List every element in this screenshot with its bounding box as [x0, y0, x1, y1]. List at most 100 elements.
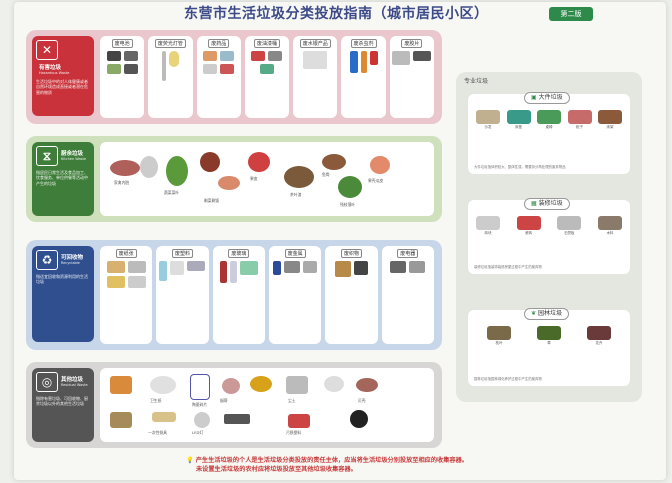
pot-icon [303, 261, 318, 273]
side-item: 草 [535, 326, 563, 346]
side-item: 瓷砖 [515, 216, 543, 236]
printer-icon [409, 261, 426, 273]
recycle-sub-plastic: 废塑料 [156, 246, 209, 344]
food-description: 指居民日常生活及食品加工、饮食服务、单位供餐等活动中产生的垃圾 [36, 170, 88, 186]
other-label: 一次性餐具 [148, 430, 167, 435]
garden-waste-header: ❦园林垃圾 [524, 308, 570, 320]
recycle-name: 可回收物 [61, 255, 84, 261]
brick-icon: ▦ [531, 200, 537, 207]
hazard-name: 有害垃圾 [39, 65, 62, 71]
glass-bottle-icon [229, 261, 237, 283]
recycle-en-name: Recyclable [61, 261, 80, 265]
lightbulb-icon: 💡 [186, 457, 194, 464]
book-icon [127, 276, 146, 288]
glass-bottle-icon [219, 261, 227, 283]
shell-image [370, 156, 390, 174]
basin-icon [170, 261, 185, 275]
hazard-en-name: Hazardous Waste [39, 71, 70, 75]
tissue-image [150, 376, 176, 394]
disposable-cutlery-image [152, 412, 176, 422]
recycle-sub-appliance: 废电器 [381, 246, 434, 344]
garden-waste-note: 园林垃圾指园林绿化养护过程中产生的废弃物 [474, 377, 542, 382]
cotton-image [324, 376, 344, 392]
pill-icon [203, 51, 218, 61]
led-lamp-image [194, 412, 210, 428]
recycle-description: 指适宜回收和资源利用的生活垃圾 [36, 274, 88, 285]
tea-image [284, 166, 314, 188]
hazard-items: 废电池 废荧光灯管 废药品 废油漆桶 [100, 36, 434, 118]
other-label: 卫生纸 [150, 398, 162, 403]
recycle-sub-paper: 废纸张 [100, 246, 153, 344]
battery-icon [123, 51, 138, 61]
footer-notice: 💡产生生活垃圾的个人是生活垃圾分类投放的责任主体，应当将生活垃圾分别投放至相应的… [186, 456, 546, 474]
other-label: 尘土 [288, 398, 296, 403]
sub-label: 废杀虫剂 [350, 39, 377, 48]
spray-can-icon [349, 51, 358, 73]
recycle-bin-icon: ♻ [36, 250, 58, 270]
food-label: 剩菜剩饭 [204, 198, 220, 203]
recycle-category-card: ♻ 可回收物 Recyclable 指适宜回收和资源利用的生活垃圾 [32, 246, 94, 342]
sofa-icon: ▣ [531, 94, 537, 101]
sub-label: 废药品 [208, 39, 230, 48]
food-en-name: Kitchen Waste [61, 157, 86, 161]
bulky-waste-card: ▣大件垃圾 沙发 床垫 桌椅 柜子 床架 大件垃圾指体积较大、整体性强，需要拆分… [468, 92, 630, 174]
recycle-section: ♻ 可回收物 Recyclable 指适宜回收和资源利用的生活垃圾 废纸张 废塑… [26, 240, 442, 350]
tissue-box-image [110, 376, 132, 394]
hazard-sub-film: 废胶片 [389, 36, 434, 118]
fish-bone-image [140, 156, 158, 178]
other-label: 污损塑料 [286, 430, 302, 435]
pill-icon [220, 51, 235, 61]
hazard-sub-lamp: 废荧光灯管 [148, 36, 193, 118]
bread-image [322, 154, 346, 170]
food-name: 厨余垃圾 [61, 151, 84, 157]
other-section: ◎ 其他垃圾 Residual Waste 指除有害垃圾、可回收物、厨余垃圾以外… [26, 362, 442, 448]
food-label: 鱼骨 [322, 172, 330, 177]
fruit-image [200, 152, 220, 172]
specialty-title: 专业垃圾 [464, 78, 489, 85]
other-label: 陶瓷碎片 [192, 402, 208, 407]
battery-icon [106, 64, 121, 74]
food-label: 蔬菜菜叶 [164, 190, 180, 195]
food-items: 家禽内脏 蔬菜菜叶 剩菜剩饭 果皮 茶叶渣 鱼骨 残枝落叶 果壳瓜皮 [100, 142, 434, 216]
bulky-waste-header: ▣大件垃圾 [524, 92, 570, 104]
side-item: 桌椅 [535, 110, 563, 130]
food-label: 果皮 [250, 176, 258, 181]
recycle-sub-metal: 废金属 [268, 246, 322, 344]
spray-can-icon [360, 51, 367, 73]
clothes-icon [334, 261, 351, 277]
sub-label: 废玻璃 [228, 249, 250, 258]
other-label: 烟蒂 [220, 398, 228, 403]
tape-image [250, 376, 272, 392]
other-label: LED灯 [192, 430, 204, 435]
side-item: 床垫 [505, 110, 533, 130]
hazard-sub-battery: 废电池 [100, 36, 145, 118]
hazard-description: 生活垃圾中的对人体健康或者自然环境造成直接或者潜在危害的物质 [36, 79, 88, 95]
hazard-sub-pesticide: 废杀虫剂 [341, 36, 386, 118]
other-description: 指除有害垃圾、可回收物、厨余垃圾以外的其他生活垃圾 [36, 396, 88, 407]
paint-can-icon [259, 64, 274, 74]
garden-waste-card: ❦园林垃圾 枝叶 草 花卉 园林垃圾指园林绿化养护过程中产生的废弃物 [468, 308, 630, 386]
food-label: 残枝落叶 [340, 202, 356, 207]
sub-label: 废纸张 [115, 249, 137, 258]
leaves-image [338, 176, 362, 198]
dust-image [286, 376, 308, 394]
sub-label: 废织物 [340, 249, 362, 258]
peel-image [248, 152, 270, 172]
other-label: 贝壳 [358, 398, 366, 403]
specialty-waste-panel: 专业垃圾 ▣大件垃圾 沙发 床垫 桌椅 柜子 床架 大件垃圾指体积较大、整体性强… [456, 72, 642, 402]
sub-label: 废金属 [284, 249, 306, 258]
food-label: 果壳瓜皮 [368, 178, 384, 183]
side-item: 沙发 [474, 110, 502, 130]
cigarette-image [222, 378, 240, 394]
food-label: 茶叶渣 [290, 192, 302, 197]
page-title: 东营市生活垃圾分类投放指南（城市居民小区） [184, 6, 489, 22]
bulb-icon [168, 51, 179, 67]
xray-film-icon [392, 51, 411, 65]
paint-can-icon [268, 51, 283, 61]
bag-icon [353, 261, 368, 275]
other-category-card: ◎ 其他垃圾 Residual Waste 指除有害垃圾、可回收物、厨余垃圾以外… [32, 368, 94, 442]
side-item: 床架 [596, 110, 624, 130]
ceramic-image [190, 374, 210, 400]
other-items: 卫生纸 陶瓷碎片 烟蒂 尘土 一次性餐具 LED灯 污损塑料 贝壳 [100, 368, 434, 442]
recycle-sub-textile: 废织物 [325, 246, 378, 344]
